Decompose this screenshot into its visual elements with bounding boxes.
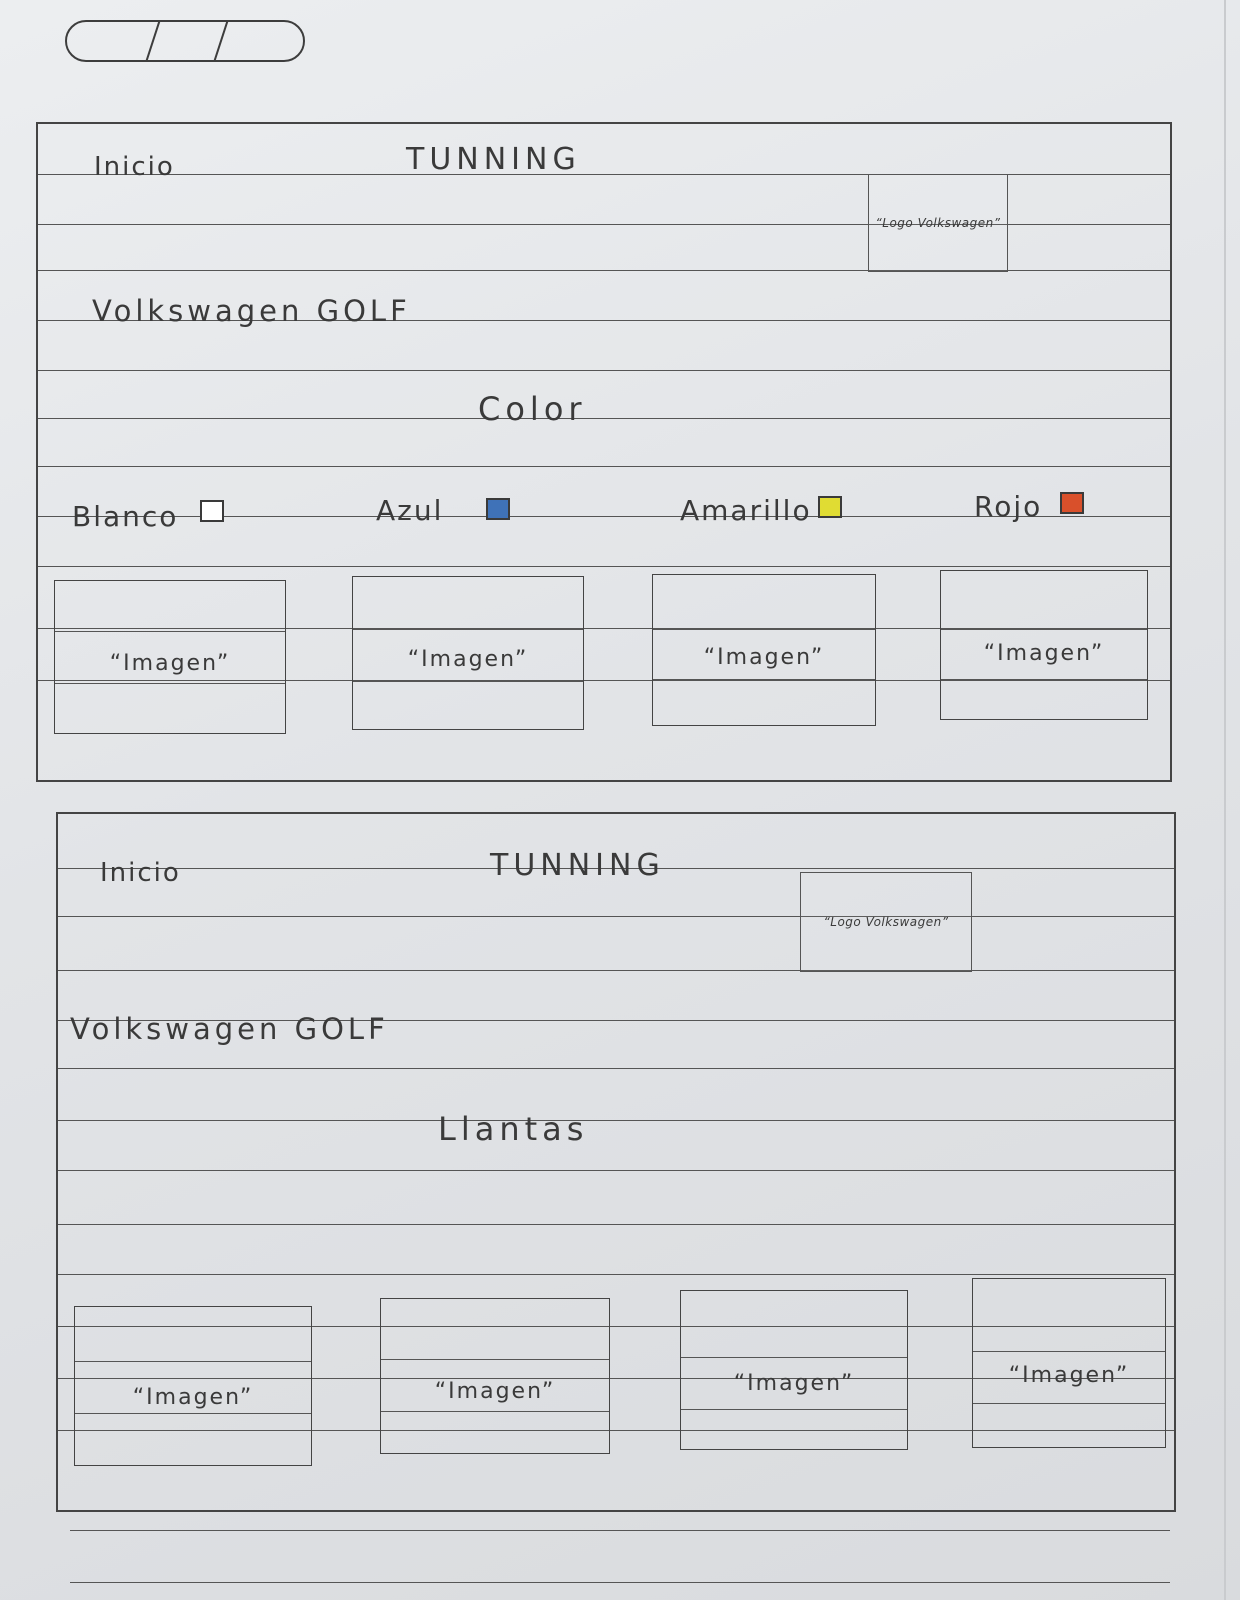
color-swatch-azul[interactable] xyxy=(486,498,510,520)
ruled-line xyxy=(58,1274,1174,1275)
image-placeholder[interactable]: “Imagen” xyxy=(652,574,876,726)
logo-placeholder[interactable]: “Logo Volkswagen” xyxy=(868,174,1008,272)
ruled-line xyxy=(75,1361,311,1362)
wireframe-llantas-page: Inicio TUNNING “Logo Volkswagen” Volkswa… xyxy=(56,812,1176,1512)
image-label: “Imagen” xyxy=(983,641,1105,666)
color-option-label[interactable]: Blanco xyxy=(72,500,179,533)
color-option-label[interactable]: Rojo xyxy=(974,490,1043,523)
model-name: Volkswagen GOLF xyxy=(92,294,411,328)
paper-edge xyxy=(1224,0,1226,1600)
color-swatch-rojo[interactable] xyxy=(1060,492,1084,514)
ruled-line xyxy=(38,174,1170,175)
ruled-line xyxy=(653,679,875,680)
color-swatch-blanco[interactable] xyxy=(200,500,224,522)
segment-divider xyxy=(143,22,161,60)
ruled-line xyxy=(58,1170,1174,1171)
image-placeholder[interactable]: “Imagen” xyxy=(352,576,584,730)
site-title: TUNNING xyxy=(490,848,665,883)
ruled-line xyxy=(70,1582,1170,1583)
site-title: TUNNING xyxy=(406,142,581,177)
image-placeholder[interactable]: “Imagen” xyxy=(74,1306,312,1466)
ruled-line xyxy=(58,868,1174,869)
ruled-line xyxy=(38,680,1170,681)
image-placeholder[interactable]: “Imagen” xyxy=(972,1278,1166,1448)
section-title-llantas: Llantas xyxy=(438,1110,589,1148)
segmented-control[interactable] xyxy=(65,20,305,62)
ruled-line xyxy=(58,1120,1174,1121)
ruled-line xyxy=(58,916,1174,917)
ruled-line xyxy=(58,1326,1174,1327)
ruled-line xyxy=(38,466,1170,467)
logo-label: “Logo Volkswagen” xyxy=(875,216,1001,230)
ruled-line xyxy=(58,1224,1174,1225)
image-label: “Imagen” xyxy=(1008,1363,1130,1388)
nav-link-inicio[interactable]: Inicio xyxy=(100,858,181,888)
nav-link-inicio[interactable]: Inicio xyxy=(94,152,175,182)
ruled-line xyxy=(353,629,583,630)
ruled-line xyxy=(38,224,1170,225)
ruled-line xyxy=(38,566,1170,567)
ruled-line xyxy=(681,1357,907,1358)
wireframe-color-page: Inicio TUNNING “Logo Volkswagen” Volkswa… xyxy=(36,122,1172,782)
ruled-line xyxy=(58,970,1174,971)
logo-label: “Logo Volkswagen” xyxy=(823,915,949,929)
ruled-line xyxy=(55,631,285,632)
image-label: “Imagen” xyxy=(434,1379,556,1404)
ruled-line xyxy=(58,1020,1174,1021)
ruled-line xyxy=(973,1351,1165,1352)
color-swatch-amarillo[interactable] xyxy=(818,496,842,518)
ruled-line xyxy=(38,516,1170,517)
image-placeholder[interactable]: “Imagen” xyxy=(380,1298,610,1454)
ruled-line xyxy=(75,1413,311,1414)
image-placeholder[interactable]: “Imagen” xyxy=(54,580,286,734)
image-label: “Imagen” xyxy=(703,645,825,670)
ruled-line xyxy=(55,683,285,684)
ruled-line xyxy=(38,270,1170,271)
image-label: “Imagen” xyxy=(733,1371,855,1396)
ruled-line xyxy=(381,1359,609,1360)
ruled-line xyxy=(58,1430,1174,1431)
image-label: “Imagen” xyxy=(109,651,231,676)
section-title-color: Color xyxy=(478,390,587,428)
image-placeholder[interactable]: “Imagen” xyxy=(680,1290,908,1450)
ruled-line xyxy=(941,629,1147,630)
image-label: “Imagen” xyxy=(407,647,529,672)
ruled-line xyxy=(973,1403,1165,1404)
ruled-line xyxy=(381,1411,609,1412)
segment-divider xyxy=(211,22,229,60)
image-placeholder[interactable]: “Imagen” xyxy=(940,570,1148,720)
color-option-label[interactable]: Azul xyxy=(376,494,444,527)
color-option-label[interactable]: Amarillo xyxy=(680,494,812,527)
image-label: “Imagen” xyxy=(132,1385,254,1410)
ruled-line xyxy=(941,679,1147,680)
ruled-line xyxy=(38,320,1170,321)
ruled-line xyxy=(353,681,583,682)
ruled-line xyxy=(38,628,1170,629)
ruled-line xyxy=(58,1378,1174,1379)
ruled-line xyxy=(70,1530,1170,1531)
ruled-line xyxy=(38,370,1170,371)
ruled-line xyxy=(653,629,875,630)
ruled-line xyxy=(38,418,1170,419)
model-name: Volkswagen GOLF xyxy=(70,1012,389,1046)
ruled-line xyxy=(681,1409,907,1410)
logo-placeholder[interactable]: “Logo Volkswagen” xyxy=(800,872,972,972)
ruled-line xyxy=(58,1068,1174,1069)
